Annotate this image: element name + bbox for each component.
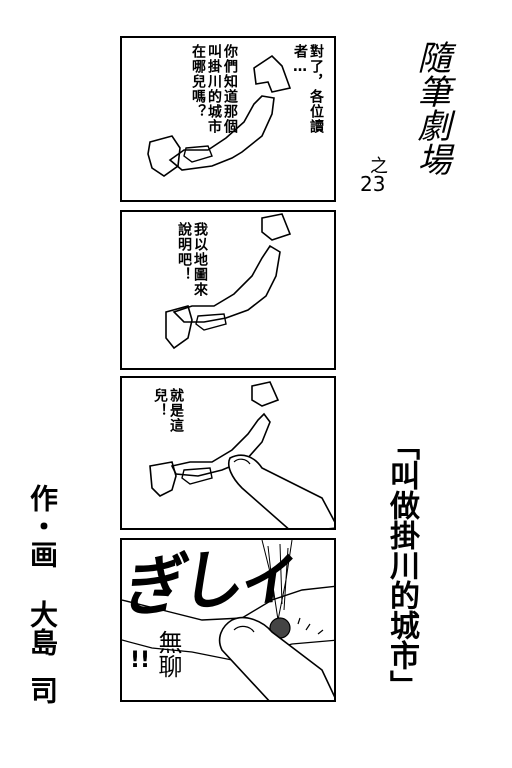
comic-panel-2: 我以地圖來說明吧！ [120,210,336,370]
comic-panel-1: 對了，各位讀者… 你們知道那個叫掛川的城市在哪兒嗎？ [120,36,336,202]
crushed-map-drawing [122,540,334,700]
japan-map-drawing [165,213,292,350]
credit-role: 作・画 [26,484,59,568]
comic-panel-3: 就是這兒！ [120,376,336,530]
mutter-text: 無聊 [154,630,182,678]
credit-author-given: 司 [26,676,59,704]
exclamation-marks: !! [130,648,151,673]
japan-map-drawing [149,381,334,528]
japan-map-drawing [147,54,292,177]
speech-bubble-1a: 對了，各位讀者… [292,44,324,134]
speech-bubble-2: 我以地圖來說明吧！ [176,222,208,297]
speech-bubble-1b: 你們知道那個叫掛川的城市在哪兒嗎？ [190,44,238,134]
episode-prefix: 之 [370,156,388,177]
main-title: 「叫做掛川的城市」 [384,430,419,700]
speech-bubble-3: 就是這兒！ [152,388,184,433]
credit-author-surname: 大島 [26,600,59,656]
episode-number: 23 [360,172,386,196]
series-title: 隨筆劇場 [411,40,451,176]
comic-panel-4: ぎしィ 無聊 !! [120,538,336,702]
